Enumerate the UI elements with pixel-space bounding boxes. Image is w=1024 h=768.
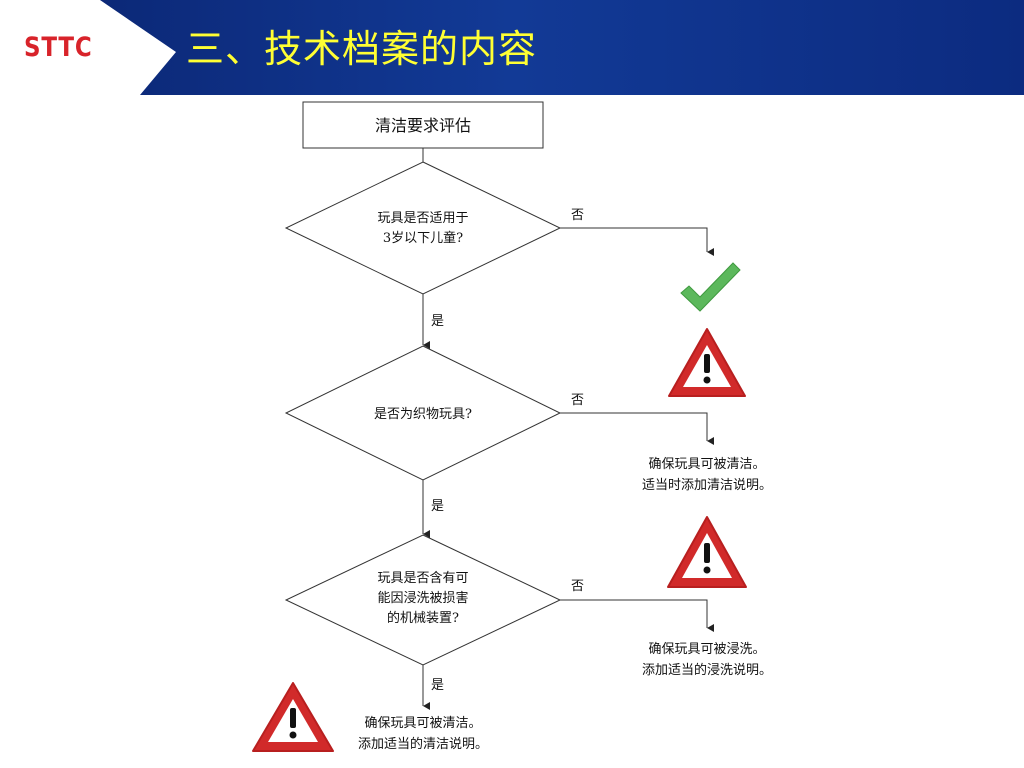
checkmark-icon xyxy=(680,262,741,312)
no-label-1: 否 xyxy=(571,208,584,223)
no-branch-2 xyxy=(560,412,714,445)
warning-icon xyxy=(668,328,746,397)
logo-chevron-panel xyxy=(0,0,176,95)
decision-3-line-2: 能因浸洗被损害 xyxy=(377,590,468,606)
result-2-line-1: 确保玩具可被清洁。 xyxy=(648,457,765,472)
result-final-line-1: 确保玩具可被清洁。 xyxy=(364,716,481,731)
header-background xyxy=(0,0,1024,95)
no-label-2: 否 xyxy=(571,393,584,408)
decision-1-line-2: 3岁以下儿童? xyxy=(383,230,463,246)
decision-2-line-1: 是否为织物玩具? xyxy=(374,407,472,422)
yes-label-2: 是 xyxy=(431,499,444,514)
no-branch-3 xyxy=(560,599,714,632)
warning-icon xyxy=(252,682,334,752)
result-3-line-2: 添加适当的浸洗说明。 xyxy=(642,662,772,678)
no-label-3: 否 xyxy=(571,579,584,594)
result-2-line-2: 适当时添加清洁说明。 xyxy=(642,478,772,493)
slide-header: STTC 三、技术档案的内容 xyxy=(0,0,1024,95)
yes-label-1: 是 xyxy=(431,314,444,329)
decision-2-diamond xyxy=(284,345,562,481)
result-final-line-2: 添加适当的清洁说明。 xyxy=(358,736,488,752)
no-branch-1 xyxy=(560,227,714,256)
start-box-label: 清洁要求评估 xyxy=(375,116,471,135)
result-3-line-1: 确保玩具可被浸洗。 xyxy=(648,642,765,657)
slide-title: 三、技术档案的内容 xyxy=(186,27,538,71)
warning-icon xyxy=(667,516,747,588)
decision-3-line-3: 的机械装置? xyxy=(387,610,459,626)
decision-3-line-1: 玩具是否含有可 xyxy=(377,570,468,586)
decision-3-diamond xyxy=(284,534,562,666)
yes-label-3: 是 xyxy=(431,678,444,693)
logo-text: STTC xyxy=(24,32,93,63)
decision-1-line-1: 玩具是否适用于 xyxy=(377,211,468,226)
decision-1-diamond xyxy=(284,161,562,295)
start-box xyxy=(302,101,544,149)
